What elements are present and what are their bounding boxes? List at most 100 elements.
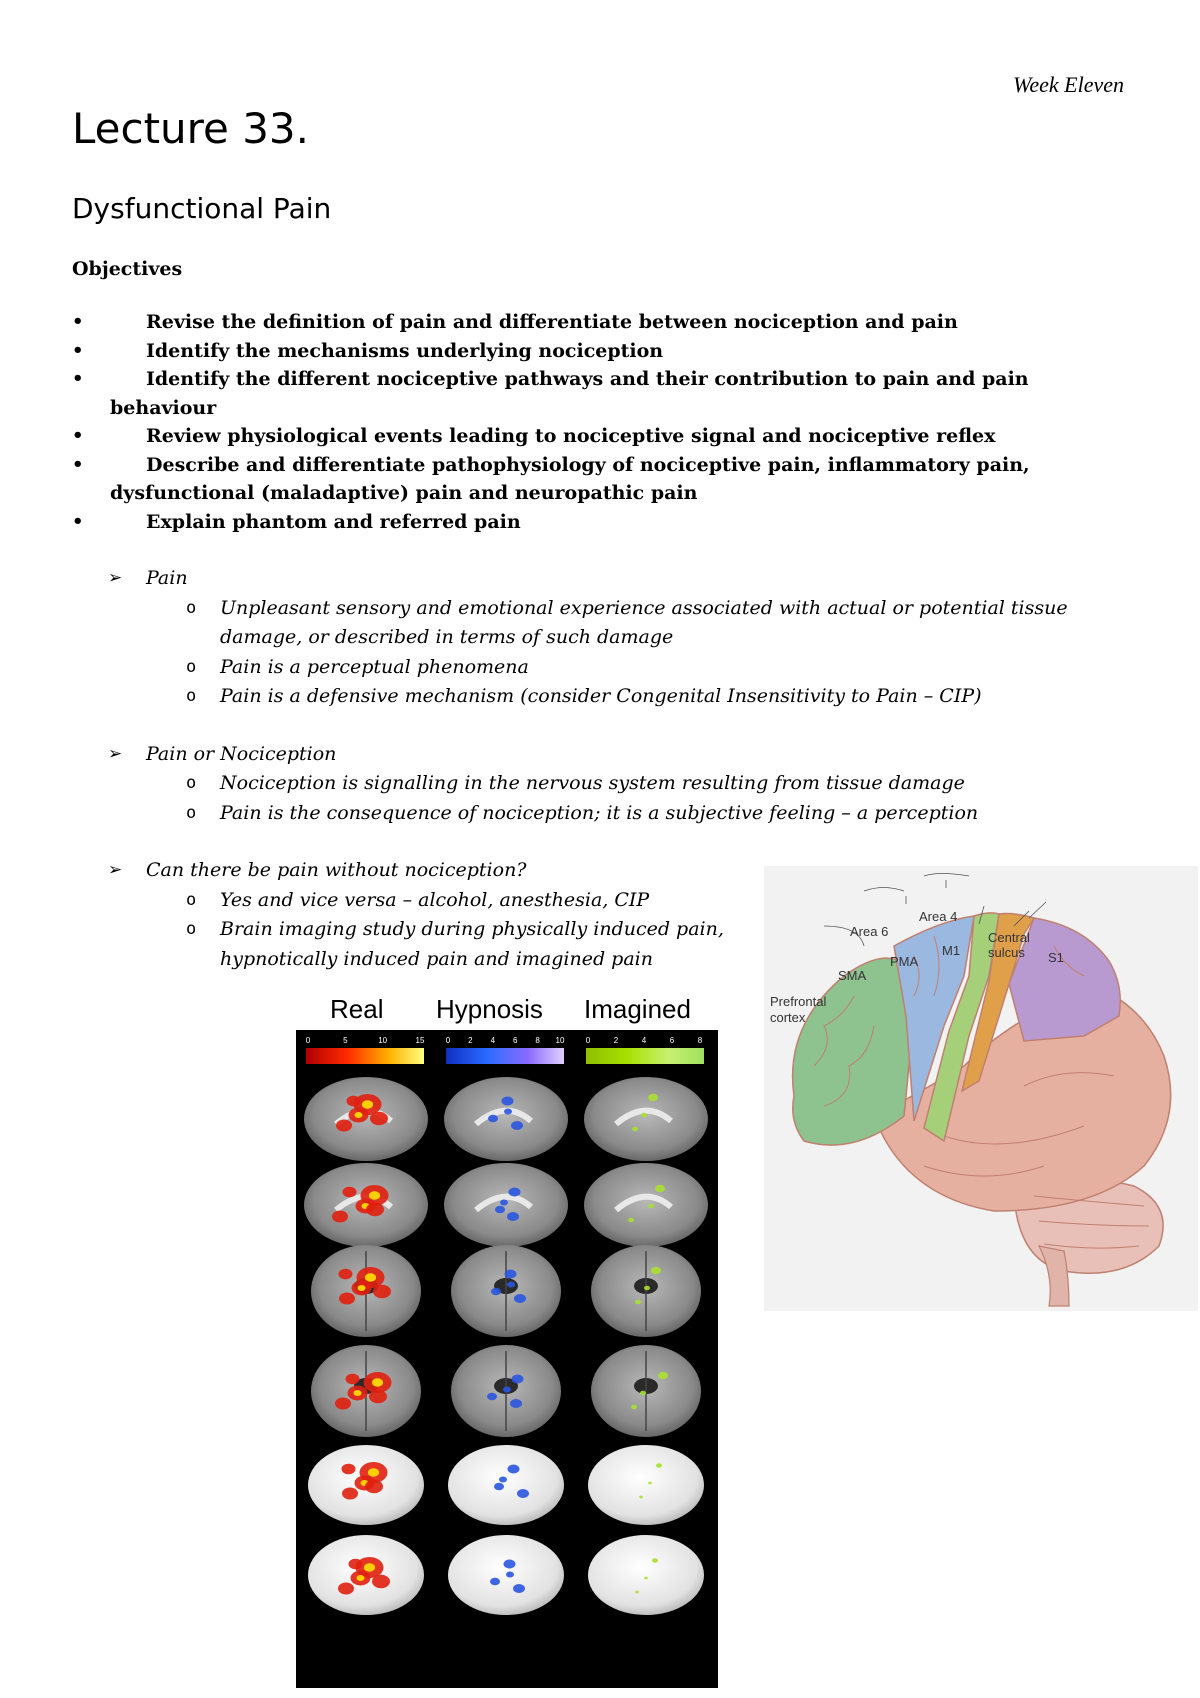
column-label-hypnosis: Hypnosis: [436, 994, 543, 1024]
activation-blob: [507, 1281, 515, 1288]
activation-blob: [499, 1476, 507, 1483]
arrow-bullet-icon: ➢: [108, 568, 123, 588]
activation-blob: [651, 1266, 661, 1275]
scale-tick-label: 2: [468, 1036, 473, 1045]
activation-blob: [510, 1399, 522, 1408]
activation-blob: [648, 1481, 652, 1485]
activation-peak: [354, 1112, 363, 1118]
corpus-callosum: [614, 1193, 673, 1213]
scale-tick-label: 5: [343, 1036, 348, 1045]
activation-peak: [361, 1100, 374, 1109]
section-point: Pain is a perceptual phenomena: [186, 653, 1118, 683]
activation-blob: [338, 1268, 353, 1280]
activation-peak: [368, 1191, 381, 1200]
activation-blob: [495, 1205, 505, 1214]
scale-tick-label: 6: [513, 1036, 518, 1045]
section-point: Pain is a defensive mechanism (consider …: [186, 682, 1118, 712]
objectives-list: Revise the definition of pain and differ…: [72, 308, 1082, 536]
scale-tick-label: 8: [535, 1036, 540, 1045]
label-m1: M1: [942, 943, 960, 958]
lecture-title: Lecture 33.: [72, 104, 310, 153]
activation-blob: [503, 1386, 511, 1393]
scale-tick-label: 2: [614, 1036, 619, 1045]
activation-peak: [356, 1575, 365, 1581]
color-scale-bar: [446, 1048, 564, 1064]
arrow-bullet-icon: ➢: [108, 743, 123, 764]
activation-blob: [365, 1479, 383, 1494]
brain-surface-render: [588, 1445, 704, 1525]
activation-blob: [514, 1294, 526, 1303]
activation-blob: [335, 1397, 351, 1410]
section-points: Nociception is signalling in the nervous…: [108, 769, 1118, 828]
activation-blob: [513, 1584, 525, 1593]
objective-item: Explain phantom and referred pain: [72, 508, 1082, 537]
section-points: Unpleasant sensory and emotional experie…: [108, 594, 1118, 712]
label-sulcus: sulcus: [988, 945, 1025, 960]
activation-blob: [369, 1389, 387, 1404]
label-area6: Area 6: [850, 924, 888, 939]
brain-slice: [584, 1077, 708, 1161]
brain-slice: [444, 1077, 568, 1161]
activation-peak: [357, 1285, 366, 1291]
section-pain: ➢ Pain Unpleasant sensory and emotional …: [108, 564, 1118, 712]
activation-blob: [341, 1463, 356, 1475]
brain-surface-render: [448, 1535, 564, 1615]
activation-blob: [631, 1404, 637, 1410]
activation-blob: [487, 1392, 497, 1401]
activation-blob: [628, 1217, 634, 1223]
scale-tick-label: 10: [378, 1036, 387, 1045]
activation-blob: [507, 1212, 519, 1221]
brain-surface-render: [448, 1445, 564, 1525]
label-pma: PMA: [890, 954, 919, 969]
activation-peak: [353, 1390, 362, 1396]
objective-item: Describe and differentiate pathophysiolo…: [72, 451, 1082, 508]
label-s1: S1: [1048, 950, 1064, 965]
activation-blob: [648, 1093, 658, 1102]
notes-sections: ➢ Pain Unpleasant sensory and emotional …: [108, 564, 1118, 1002]
column-label-imagined: Imagined: [584, 994, 691, 1024]
corpus-callosum: [474, 1193, 533, 1213]
activation-blob: [332, 1210, 348, 1223]
color-scale-bar: [586, 1048, 704, 1064]
activation-blob: [373, 1284, 391, 1299]
label-sma: SMA: [838, 968, 867, 983]
activation-blob: [345, 1373, 360, 1385]
activation-blob: [641, 1112, 647, 1118]
activation-blob: [346, 1095, 361, 1107]
activation-blob: [504, 1269, 517, 1279]
objective-item: Identify the different nociceptive pathw…: [72, 365, 1082, 422]
section-point: Nociception is signalling in the nervous…: [186, 769, 1118, 799]
activation-blob: [491, 1287, 501, 1296]
activation-blob: [656, 1463, 662, 1468]
activation-blob: [648, 1203, 654, 1209]
activation-blob: [644, 1576, 648, 1580]
section-point: Pain is the consequence of nociception; …: [186, 799, 1118, 829]
section-pain-or-nociception: ➢ Pain or Nociception Nociception is sig…: [108, 740, 1118, 829]
objective-item: Review physiological events leading to n…: [72, 422, 1082, 451]
activation-blob: [504, 1108, 512, 1115]
activation-blob: [338, 1582, 354, 1595]
activation-peak: [367, 1468, 380, 1477]
objectives-heading: Objectives: [72, 258, 183, 280]
activation-blob: [490, 1577, 500, 1586]
brain-illustration: Area 6 Area 4 Central sulcus PMA M1 S1 S…: [770, 873, 1172, 1307]
scale-tick-label: 4: [642, 1036, 647, 1045]
activation-blob: [342, 1487, 358, 1500]
activation-blob: [342, 1186, 357, 1198]
arrow-bullet-icon: ➢: [108, 860, 123, 880]
fmri-column-labels: Real Hypnosis Imagined: [296, 988, 718, 1030]
activation-blob: [348, 1558, 363, 1570]
activation-blob: [640, 1390, 646, 1396]
scale-tick-label: 10: [556, 1036, 565, 1045]
label-cortex: cortex: [770, 1010, 806, 1025]
activation-blob: [506, 1571, 514, 1578]
activation-blob: [511, 1121, 523, 1130]
label-prefrontal: Prefrontal: [770, 994, 826, 1009]
scale-tick-label: 4: [491, 1036, 496, 1045]
section-point: Brain imaging study during physically in…: [186, 915, 750, 974]
activation-blob: [503, 1559, 516, 1569]
fmri-comparison-figure: Real Hypnosis Imagined: [296, 988, 718, 1688]
section-heading: Pain: [146, 567, 188, 589]
